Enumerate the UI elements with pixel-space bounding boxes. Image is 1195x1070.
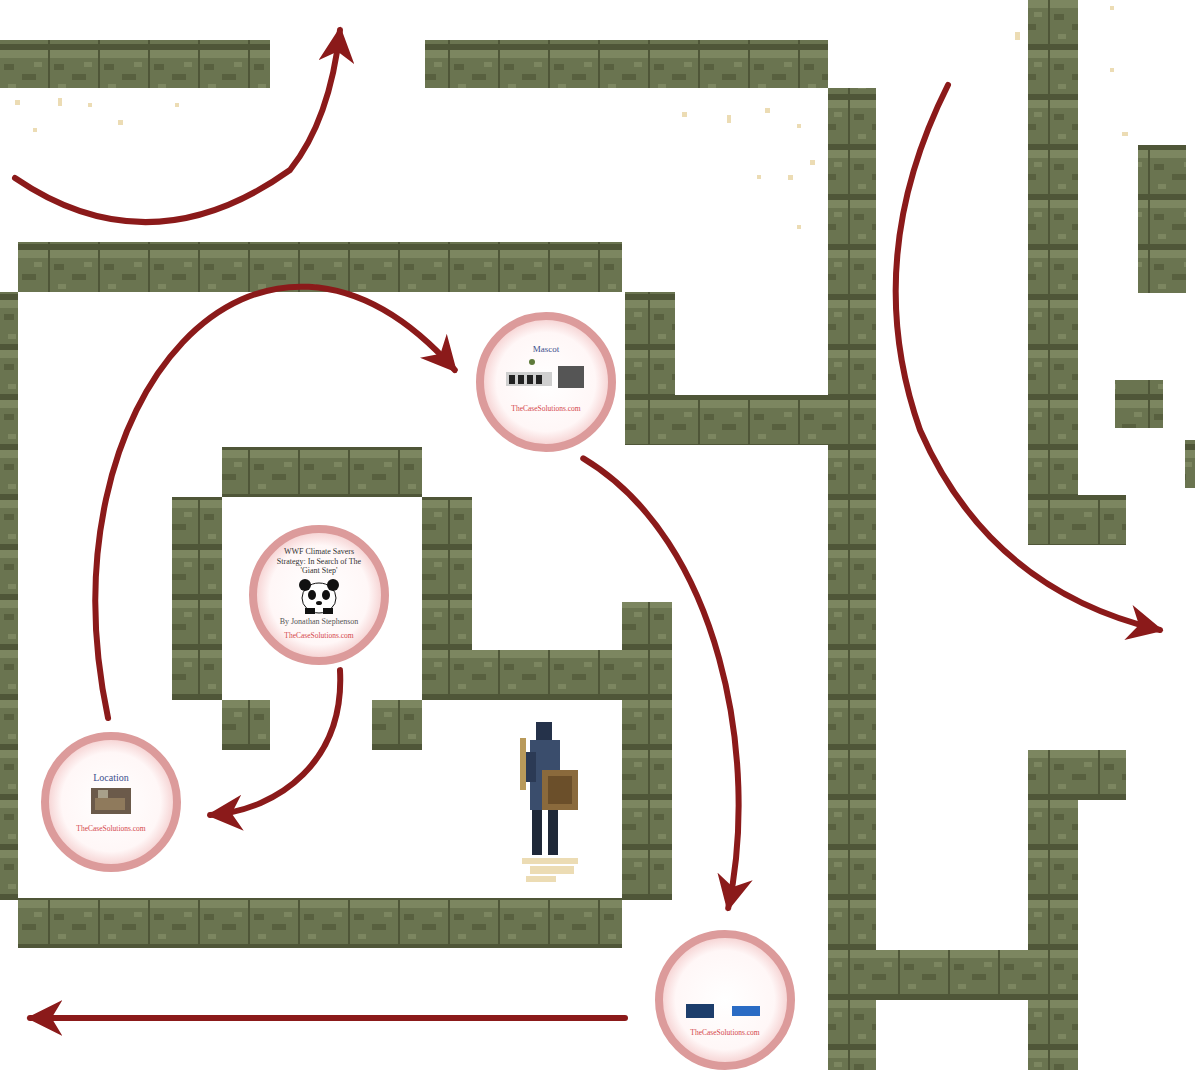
circle-heading: WWF Climate Savers Strategy: In Search o… (276, 547, 362, 576)
knight-sprite (520, 722, 578, 855)
circle-text: TheCaseSolutions.com (66, 824, 156, 833)
sand-specks (15, 6, 1128, 882)
topic-circle: TheCaseSolutions.com (655, 930, 795, 1070)
circle-text: TheCaseSolutions.com (501, 404, 591, 413)
panda-logo (299, 579, 339, 614)
curved-arrow (210, 670, 340, 815)
curved-arrow (583, 458, 738, 908)
topic-circle: MascotTheCaseSolutions.com (476, 312, 616, 452)
circle-grounds (45, 316, 791, 1066)
curved-arrow (95, 287, 454, 718)
topic-circle: LocationTheCaseSolutions.com (41, 732, 181, 872)
circle-heading: Location (66, 772, 156, 784)
free-arrows (15, 30, 1160, 1018)
circle-heading: Mascot (501, 344, 591, 355)
topic-circle: WWF Climate Savers Strategy: In Search o… (249, 525, 389, 665)
circle-text: By Jonathan Stephenson (267, 617, 371, 627)
circle-text: TheCaseSolutions.com (680, 1028, 770, 1037)
circle-text: TheCaseSolutions.com (274, 631, 364, 640)
circle-pictures (91, 359, 760, 1018)
